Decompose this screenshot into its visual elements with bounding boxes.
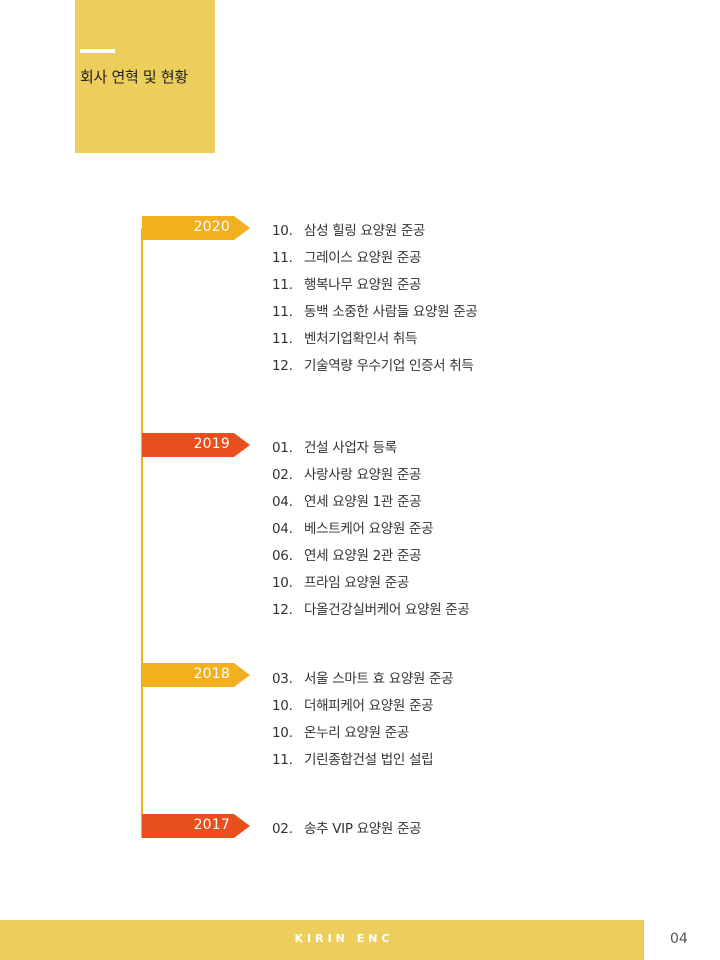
event-month: 10. <box>272 223 293 239</box>
list-item: 10. 삼성 힐링 요양원 준공 <box>272 219 478 246</box>
event-month: 11. <box>272 752 293 768</box>
list-item: 10. 프라임 요양원 준공 <box>272 571 470 598</box>
events-list-2020: 10. 삼성 힐링 요양원 준공 11. 그레이스 요양원 준공 11. 행복나… <box>272 219 478 381</box>
event-month: 10. <box>272 698 293 714</box>
year-tag-2019: 2019 <box>142 433 250 457</box>
timeline-line <box>141 228 143 838</box>
event-month: 04. <box>272 494 293 510</box>
event-text: 베스트케어 요양원 준공 <box>304 521 434 537</box>
page-title: 회사 연혁 및 현황 <box>80 68 188 86</box>
event-month: 11. <box>272 331 293 347</box>
list-item: 11. 그레이스 요양원 준공 <box>272 246 478 273</box>
list-item: 02. 송추 VIP 요양원 준공 <box>272 817 422 844</box>
year-tag-2018: 2018 <box>142 663 250 687</box>
event-text: 기린종합건설 법인 설립 <box>304 752 434 768</box>
list-item: 12. 기술역량 우수기업 인증서 취득 <box>272 354 478 381</box>
event-month: 01. <box>272 440 293 456</box>
page-number: 04 <box>670 931 688 947</box>
list-item: 12. 다올건강실버케어 요양원 준공 <box>272 598 470 625</box>
list-item: 01. 건설 사업자 등록 <box>272 436 470 463</box>
list-item: 03. 서울 스마트 효 요양원 준공 <box>272 667 454 694</box>
list-item: 04. 베스트케어 요양원 준공 <box>272 517 470 544</box>
event-text: 서울 스마트 효 요양원 준공 <box>304 671 454 687</box>
event-month: 06. <box>272 548 293 564</box>
event-month: 11. <box>272 304 293 320</box>
list-item: 11. 행복나무 요양원 준공 <box>272 273 478 300</box>
list-item: 11. 기린종합건설 법인 설립 <box>272 748 453 775</box>
event-month: 12. <box>272 358 293 374</box>
event-text: 연세 요양원 2관 준공 <box>304 548 422 564</box>
event-month: 11. <box>272 250 293 266</box>
year-label: 2020 <box>193 219 230 235</box>
event-text: 삼성 힐링 요양원 준공 <box>304 223 426 239</box>
list-item: 10. 더해피케어 요양원 준공 <box>272 694 453 721</box>
events-list-2018: 03. 서울 스마트 효 요양원 준공 10. 더해피케어 요양원 준공 10.… <box>272 667 454 775</box>
footer-bar: KIRIN ENC <box>0 920 644 960</box>
event-text: 동백 소중한 사람들 요양원 준공 <box>304 304 478 320</box>
event-month: 11. <box>272 277 293 293</box>
event-month: 02. <box>272 821 293 837</box>
event-text: 그레이스 요양원 준공 <box>304 250 422 266</box>
event-text: 사랑사랑 요양원 준공 <box>304 467 422 483</box>
list-item: 10. 온누리 요양원 준공 <box>272 721 453 748</box>
list-item: 06. 연세 요양원 2관 준공 <box>272 544 470 571</box>
year-label: 2017 <box>193 817 230 833</box>
year-label: 2019 <box>193 436 230 452</box>
event-text: 프라임 요양원 준공 <box>304 575 409 591</box>
year-tag-2017: 2017 <box>142 814 250 838</box>
year-tag-2020: 2020 <box>142 216 250 240</box>
list-item: 11. 동백 소중한 사람들 요양원 준공 <box>272 300 478 327</box>
list-item: 02. 사랑사랑 요양원 준공 <box>272 463 470 490</box>
event-text: 연세 요양원 1관 준공 <box>304 494 422 510</box>
list-item: 11. 벤처기업확인서 취득 <box>272 327 478 354</box>
event-month: 10. <box>272 575 293 591</box>
event-text: 행복나무 요양원 준공 <box>304 277 422 293</box>
list-item: 04. 연세 요양원 1관 준공 <box>272 490 470 517</box>
event-text: 다올건강실버케어 요양원 준공 <box>304 602 470 618</box>
event-month: 04. <box>272 521 293 537</box>
events-list-2017: 02. 송추 VIP 요양원 준공 <box>272 817 422 844</box>
event-text: 기술역량 우수기업 인증서 취득 <box>304 358 474 374</box>
event-month: 02. <box>272 467 293 483</box>
event-text: 벤처기업확인서 취득 <box>304 331 418 347</box>
header-accent-bar <box>80 49 115 53</box>
header-block: 회사 연혁 및 현황 <box>75 0 215 153</box>
event-text: 송추 VIP 요양원 준공 <box>304 821 422 837</box>
year-label: 2018 <box>193 666 230 682</box>
event-text: 건설 사업자 등록 <box>304 440 397 456</box>
event-month: 12. <box>272 602 293 618</box>
events-list-2019: 01. 건설 사업자 등록 02. 사랑사랑 요양원 준공 04. 연세 요양원… <box>272 436 470 625</box>
event-month: 03. <box>272 671 293 687</box>
event-text: 온누리 요양원 준공 <box>304 725 409 741</box>
event-text: 더해피케어 요양원 준공 <box>304 698 434 714</box>
event-month: 10. <box>272 725 293 741</box>
footer-brand: KIRIN ENC <box>294 932 394 945</box>
